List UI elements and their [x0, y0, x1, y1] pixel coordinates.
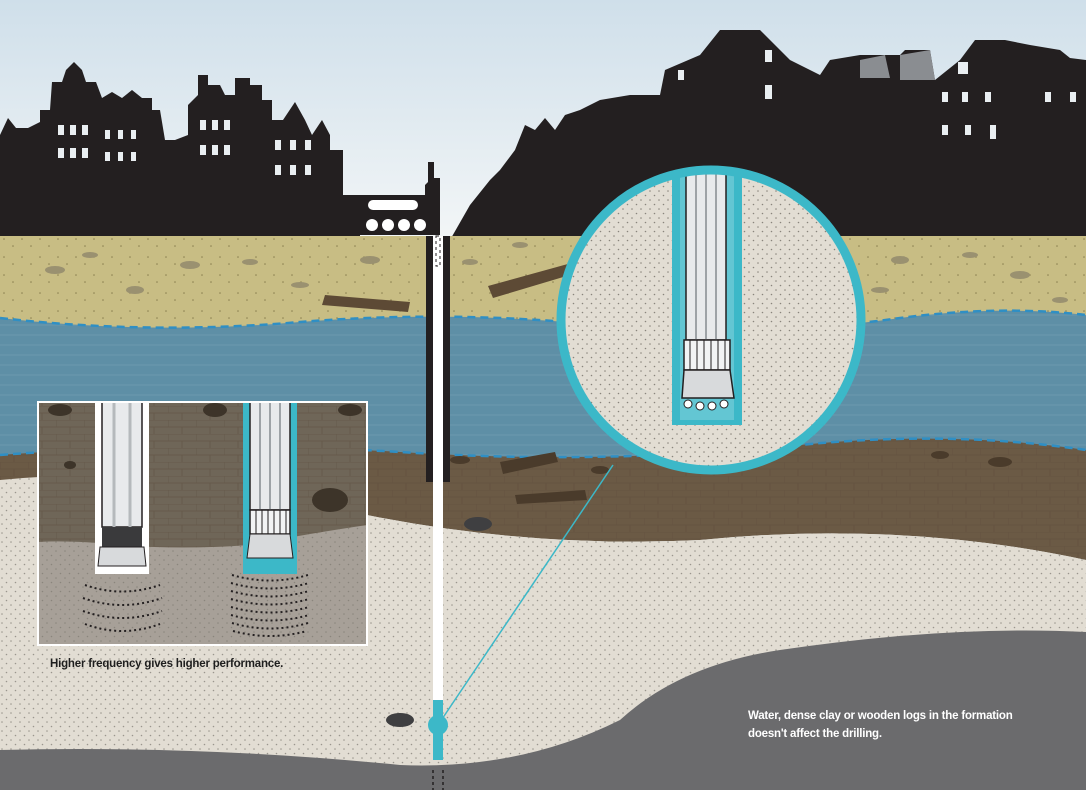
drill-casing — [426, 235, 450, 790]
wooden-log — [322, 295, 410, 312]
clay-stones — [450, 451, 1012, 504]
frequency-caption: Higher frequency gives higher performanc… — [50, 658, 284, 670]
sand-stone — [464, 517, 492, 531]
formation-caption-line-2: doesn't affect the drilling. — [748, 728, 882, 740]
city-skyline — [0, 30, 1086, 240]
building-windows — [58, 50, 1076, 175]
magnifier — [556, 165, 866, 475]
bedrock-layer — [0, 630, 1086, 790]
callout-line — [437, 464, 614, 726]
formation-caption: Water, dense clay or wooden logs in the … — [748, 707, 1028, 743]
distant-houses — [860, 50, 935, 80]
frequency-comparison-inset — [37, 401, 368, 646]
wooden-log — [488, 262, 580, 298]
bedrock-stone — [386, 713, 414, 727]
formation-caption-line-1: Water, dense clay or wooden logs in the … — [748, 710, 1013, 722]
drill-rig-wheels — [366, 200, 426, 231]
topsoil-stones — [45, 242, 1068, 303]
